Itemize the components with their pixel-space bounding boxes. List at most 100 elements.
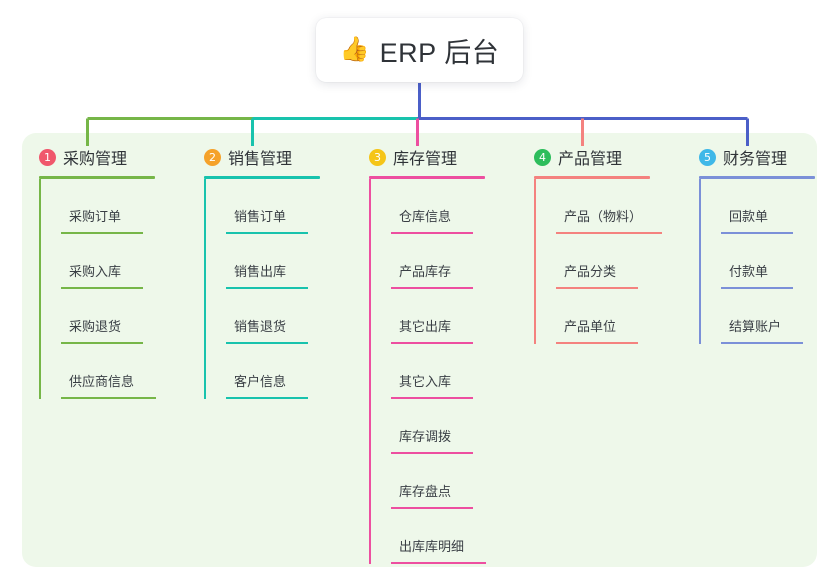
column-badge-icon: 5 <box>699 148 716 166</box>
menu-item-label: 客户信息 <box>234 374 287 389</box>
menu-item[interactable]: 产品分类 <box>556 234 650 289</box>
menu-item-label: 采购退货 <box>69 319 122 334</box>
menu-item-label: 销售出库 <box>234 264 287 279</box>
menu-item[interactable]: 库存调拨 <box>391 399 485 454</box>
column-rule <box>534 176 650 179</box>
column-4: 4 产品管理产品（物料） 产品分类产品单位 <box>534 146 662 344</box>
menu-item-label: 库存调拨 <box>399 429 452 444</box>
menu-item[interactable]: 出库库明细 <box>391 509 486 564</box>
menu-item-rule <box>61 232 143 234</box>
column-title: 产品管理 <box>558 151 623 168</box>
menu-item-label: 产品单位 <box>564 319 617 334</box>
column-spine <box>204 179 206 399</box>
menu-item[interactable]: 客户信息 <box>226 344 320 399</box>
column-badge-icon: 1 <box>39 148 56 166</box>
menu-item-label: 其它入库 <box>399 374 452 389</box>
menu-item-rule <box>226 232 308 234</box>
column-header-1[interactable]: 1 采购管理 <box>39 146 155 168</box>
menu-item-rule <box>391 232 473 234</box>
column-items: 回款单付款单结算账户 <box>699 179 815 344</box>
menu-item-rule <box>721 232 793 234</box>
menu-item-rule <box>226 342 308 344</box>
menu-item-rule <box>391 507 473 509</box>
menu-item-label: 产品库存 <box>399 264 452 279</box>
column-header-5[interactable]: 5 财务管理 <box>699 146 815 168</box>
menu-item-label: 采购入库 <box>69 264 122 279</box>
menu-item[interactable]: 产品单位 <box>556 289 650 344</box>
menu-item[interactable]: 结算账户 <box>721 289 815 344</box>
column-items: 采购订单采购入库采购退货供应商信息 <box>39 179 156 399</box>
menu-item[interactable]: 库存盘点 <box>391 454 485 509</box>
menu-item-label: 付款单 <box>729 264 769 279</box>
menu-item[interactable]: 供应商信息 <box>61 344 156 399</box>
column-title: 销售管理 <box>228 151 293 168</box>
menu-item-label: 供应商信息 <box>69 374 135 389</box>
column-5: 5 财务管理回款单付款单结算账户 <box>699 146 815 344</box>
thumbs-up-icon: 👍 <box>339 36 370 63</box>
column-spine <box>369 179 371 564</box>
page-title: ERP 后台 <box>379 37 500 68</box>
menu-item[interactable]: 采购订单 <box>61 179 155 234</box>
column-2: 2 销售管理销售订单销售出库销售退货客户信息 <box>204 146 320 399</box>
menu-item-rule <box>226 287 308 289</box>
menu-item[interactable]: 其它入库 <box>391 344 485 399</box>
column-rule <box>39 176 155 179</box>
root-title-card[interactable]: 👍 ERP 后台 <box>316 18 523 82</box>
column-items: 仓库信息产品库存其它出库其它入库库存调拨库存盘点出库库明细 <box>369 179 486 564</box>
menu-item-label: 采购订单 <box>69 209 122 224</box>
menu-item-rule <box>391 342 473 344</box>
column-badge-icon: 4 <box>534 148 551 166</box>
menu-item[interactable]: 采购入库 <box>61 234 155 289</box>
menu-item[interactable]: 销售退货 <box>226 289 320 344</box>
menu-item-rule <box>391 452 473 454</box>
menu-item-rule <box>391 287 473 289</box>
menu-item-rule <box>61 342 143 344</box>
menu-item-rule <box>721 342 803 344</box>
menu-item-label: 销售退货 <box>234 319 287 334</box>
menu-item[interactable]: 其它出库 <box>391 289 485 344</box>
menu-item-rule <box>226 397 308 399</box>
column-spine <box>699 179 701 344</box>
menu-item[interactable]: 产品（物料） <box>556 179 662 234</box>
column-header-2[interactable]: 2 销售管理 <box>204 146 320 168</box>
menu-item[interactable]: 付款单 <box>721 234 815 289</box>
column-spine <box>534 179 536 344</box>
menu-item-rule <box>721 287 793 289</box>
column-3: 3 库存管理仓库信息产品库存其它出库其它入库库存调拨库存盘点出库库明细 <box>369 146 486 564</box>
menu-item-label: 其它出库 <box>399 319 452 334</box>
column-header-4[interactable]: 4 产品管理 <box>534 146 650 168</box>
menu-item-label: 仓库信息 <box>399 209 452 224</box>
column-rule <box>204 176 320 179</box>
menu-item[interactable]: 销售出库 <box>226 234 320 289</box>
column-items: 销售订单销售出库销售退货客户信息 <box>204 179 320 399</box>
menu-item-rule <box>61 397 156 399</box>
menu-item-label: 产品分类 <box>564 264 617 279</box>
column-badge-icon: 2 <box>204 148 221 166</box>
menu-item-label: 结算账户 <box>729 319 782 334</box>
menu-item-label: 销售订单 <box>234 209 287 224</box>
menu-item-rule <box>556 342 638 344</box>
diagram-panel <box>22 133 817 567</box>
menu-item-label: 出库库明细 <box>399 539 465 554</box>
menu-item[interactable]: 采购退货 <box>61 289 155 344</box>
menu-item-label: 库存盘点 <box>399 484 452 499</box>
column-spine <box>39 179 41 399</box>
menu-item-rule <box>391 397 473 399</box>
column-header-3[interactable]: 3 库存管理 <box>369 146 485 168</box>
column-rule <box>699 176 815 179</box>
column-title: 采购管理 <box>63 151 128 168</box>
column-rule <box>369 176 485 179</box>
menu-item-rule <box>556 232 662 234</box>
menu-item[interactable]: 产品库存 <box>391 234 485 289</box>
menu-item-label: 产品（物料） <box>564 209 643 224</box>
column-title: 财务管理 <box>723 151 788 168</box>
menu-item[interactable]: 仓库信息 <box>391 179 485 234</box>
menu-item-rule <box>556 287 638 289</box>
menu-item-rule <box>61 287 143 289</box>
column-items: 产品（物料） 产品分类产品单位 <box>534 179 662 344</box>
column-badge-icon: 3 <box>369 148 386 166</box>
menu-item[interactable]: 回款单 <box>721 179 815 234</box>
column-title: 库存管理 <box>393 151 458 168</box>
menu-item[interactable]: 销售订单 <box>226 179 320 234</box>
